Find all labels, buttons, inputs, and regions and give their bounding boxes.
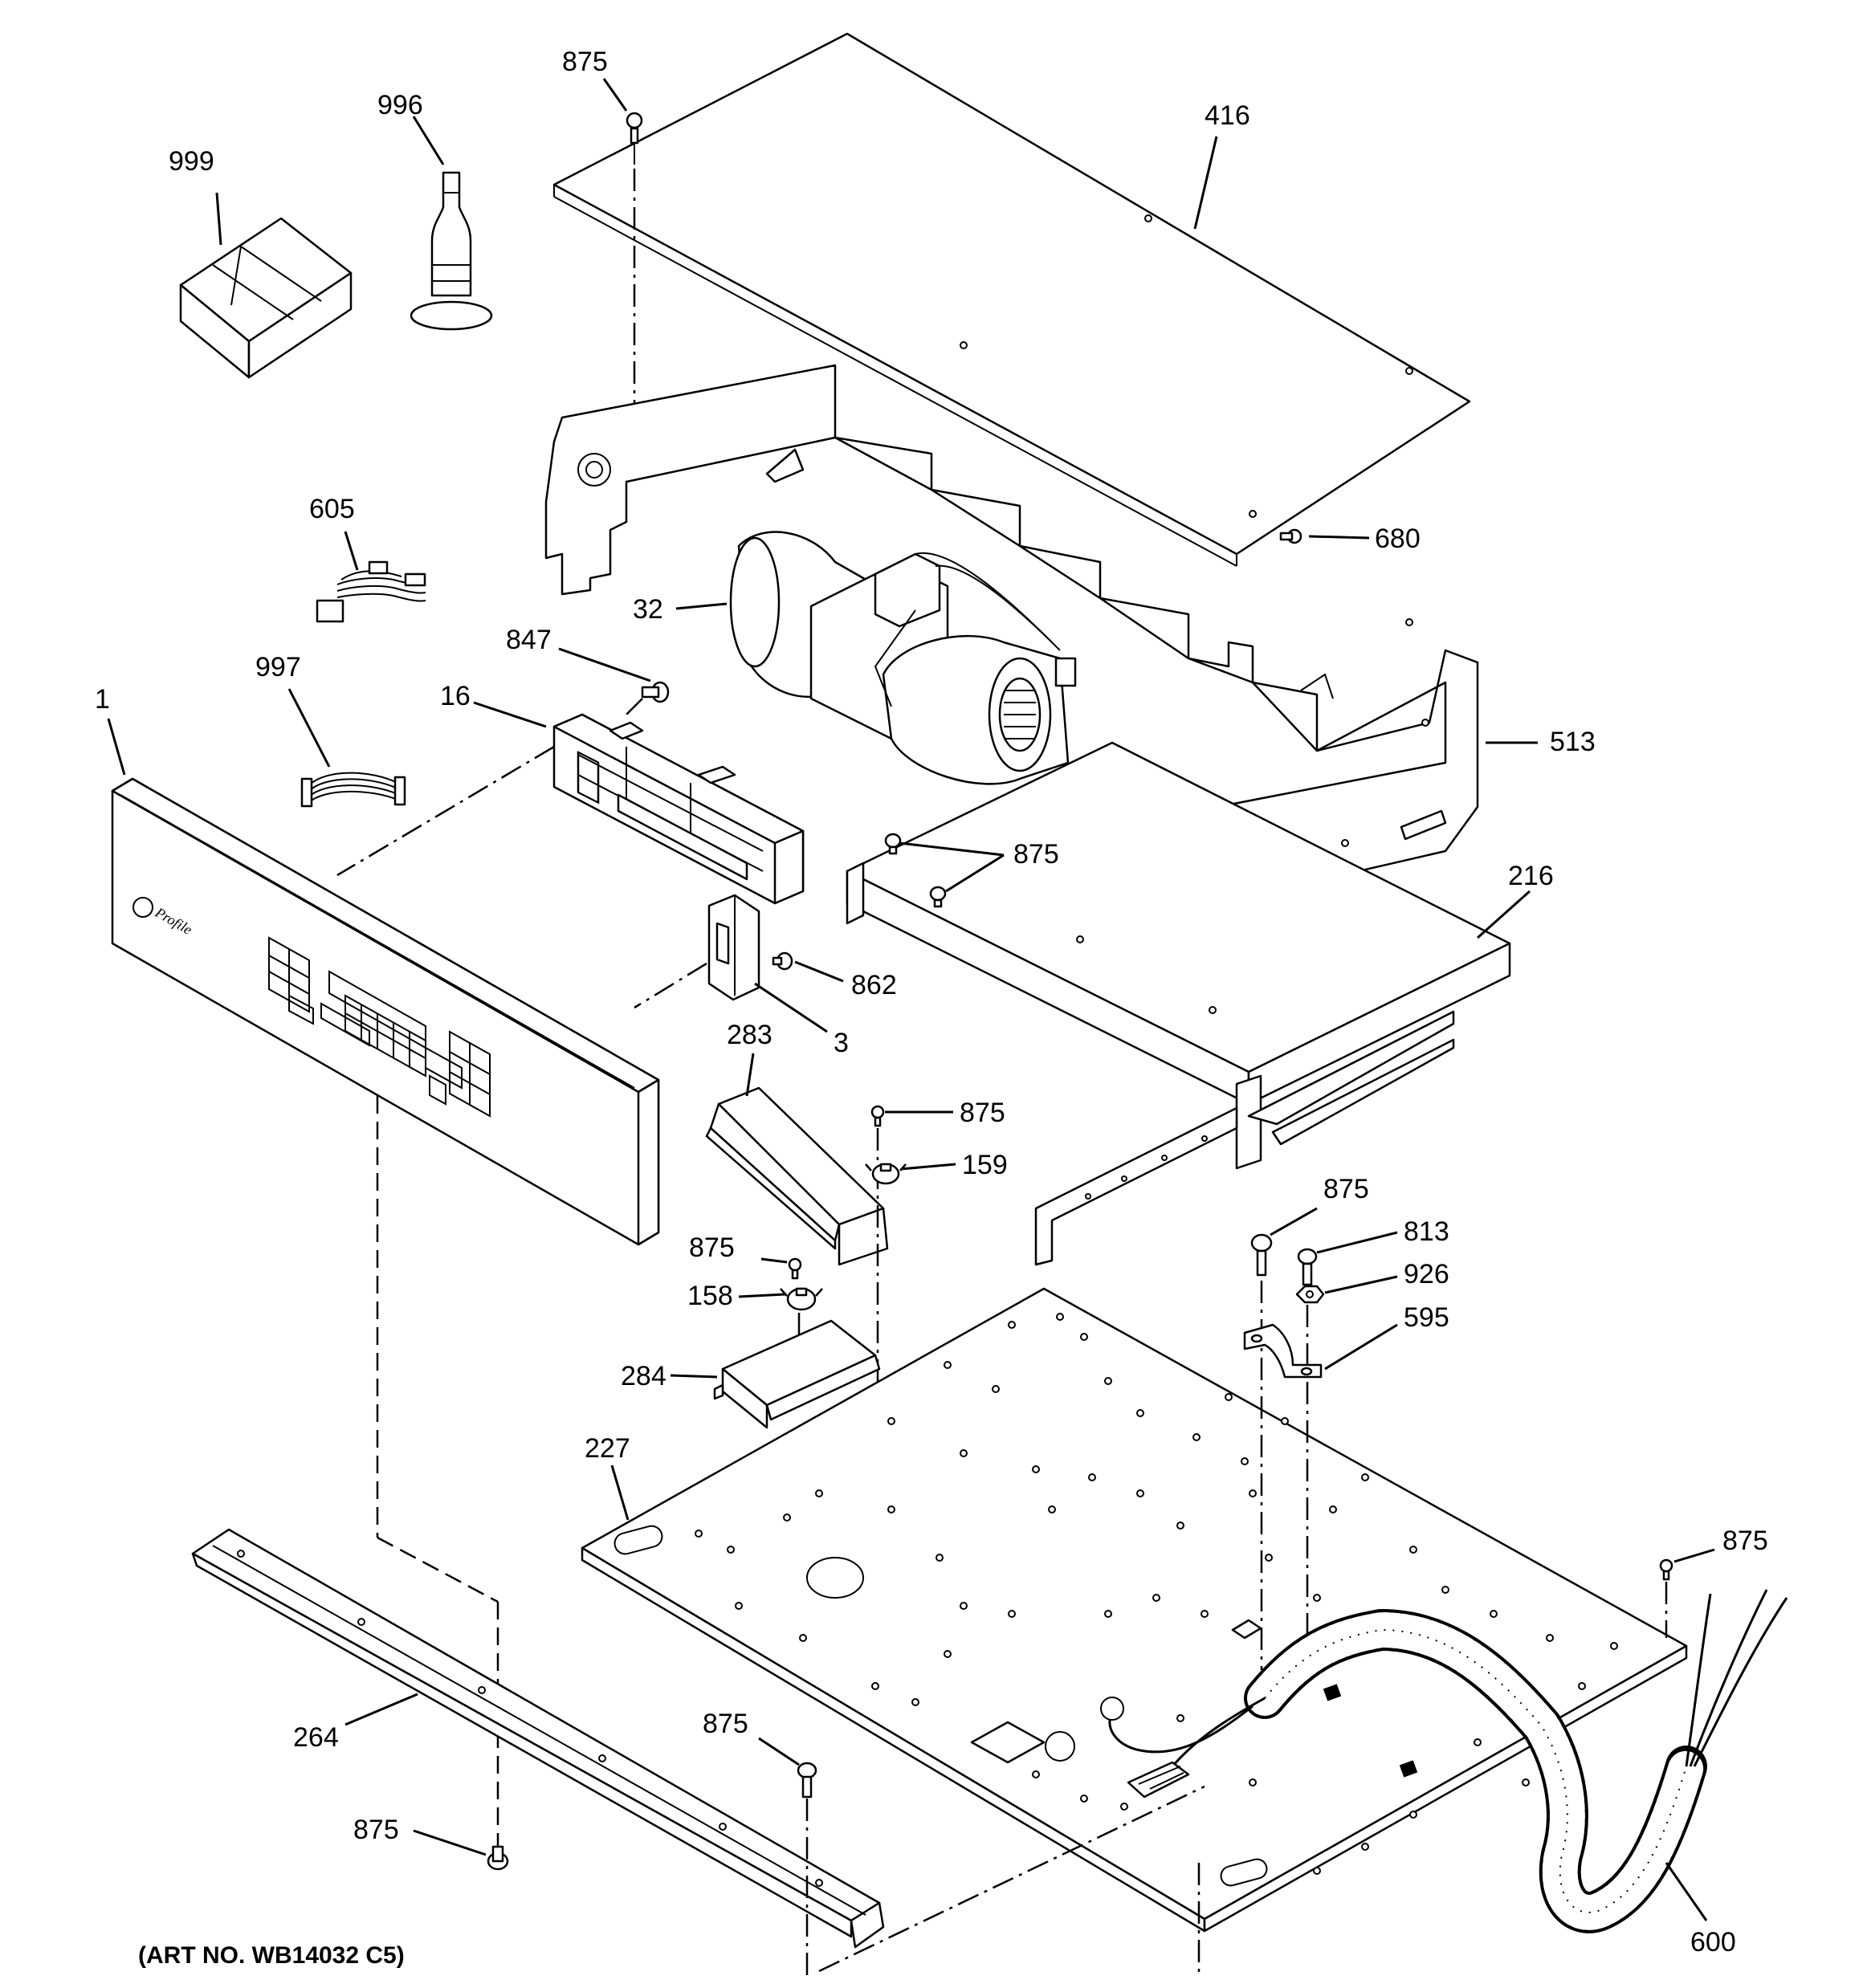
label-284: 284	[621, 1361, 666, 1391]
art-number: (ART NO. WB14032 C5)	[138, 1942, 405, 1969]
screw-875-mid-a[interactable]	[884, 833, 902, 855]
part-999-box[interactable]	[179, 217, 353, 379]
screw-680[interactable]	[1279, 528, 1302, 544]
label-1: 1	[95, 684, 110, 715]
screw-847[interactable]	[641, 681, 670, 703]
screw-875-t159[interactable]	[870, 1105, 885, 1127]
label-847: 847	[506, 625, 552, 655]
part-595-clamp[interactable]	[1243, 1323, 1323, 1379]
part-996-cone[interactable]	[410, 171, 493, 331]
part-158-thermostat[interactable]	[780, 1287, 823, 1311]
part-416-top-cover[interactable]	[552, 32, 1471, 567]
part-3-bracket[interactable]	[707, 894, 760, 1001]
label-875-top: 875	[562, 47, 608, 77]
part-1-control-panel[interactable]: Profile	[111, 777, 660, 1246]
label-926: 926	[1404, 1259, 1449, 1289]
nut-926[interactable]	[1295, 1285, 1325, 1304]
part-216-shelf[interactable]	[846, 741, 1511, 1170]
part-997-ribbon-cable[interactable]	[300, 772, 406, 808]
label-680: 680	[1375, 523, 1421, 554]
label-875-t159: 875	[960, 1098, 1005, 1128]
screw-875-far[interactable]	[1659, 1558, 1673, 1581]
label-875-left: 875	[353, 1815, 399, 1845]
label-999: 999	[169, 146, 214, 177]
label-3: 3	[834, 1028, 849, 1058]
screw-875-left[interactable]	[487, 1845, 509, 1871]
label-813: 813	[1404, 1216, 1449, 1247]
part-264-front-rail[interactable]	[191, 1528, 885, 1949]
label-595: 595	[1404, 1302, 1449, 1333]
part-side-rail[interactable]	[1034, 1106, 1238, 1266]
label-875-bot: 875	[703, 1709, 748, 1739]
part-16-control-board[interactable]	[552, 713, 805, 905]
label-158: 158	[687, 1281, 733, 1311]
part-283-duct[interactable]	[705, 1086, 889, 1266]
label-605: 605	[309, 494, 355, 524]
screw-813[interactable]	[1297, 1248, 1318, 1286]
keypad[interactable]	[268, 936, 491, 1118]
label-875-right: 875	[1323, 1174, 1369, 1204]
label-227: 227	[585, 1433, 630, 1464]
base-holes	[695, 1313, 1618, 1875]
part-159-thermostat[interactable]	[865, 1163, 907, 1185]
screw-862[interactable]	[772, 951, 793, 971]
label-16: 16	[440, 681, 471, 711]
label-875-t158: 875	[689, 1232, 735, 1263]
part-605-wire-harness[interactable]	[316, 560, 426, 623]
label-32: 32	[633, 594, 663, 625]
part-284-bracket[interactable]	[713, 1319, 881, 1429]
part-32-blower-assembly[interactable]	[729, 531, 1077, 785]
label-216: 216	[1508, 861, 1554, 891]
screw-875-bot[interactable]	[797, 1762, 817, 1799]
label-875-far: 875	[1722, 1526, 1768, 1556]
label-996: 996	[377, 90, 423, 120]
screw-875-right[interactable]	[1250, 1233, 1273, 1277]
label-875-mid: 875	[1013, 839, 1059, 870]
label-283: 283	[727, 1020, 772, 1050]
label-416: 416	[1205, 100, 1250, 131]
part-227-base-plate[interactable]	[581, 1287, 1688, 1933]
screw-875-t158[interactable]	[788, 1257, 802, 1280]
label-159: 159	[962, 1150, 1008, 1180]
label-997: 997	[255, 652, 301, 682]
label-862: 862	[851, 970, 897, 1000]
label-264: 264	[293, 1722, 339, 1753]
screw-875-top[interactable]	[626, 112, 643, 145]
label-600: 600	[1690, 1927, 1736, 1957]
screw-875-mid-b[interactable]	[929, 886, 947, 908]
part-600-power-cord[interactable]	[1100, 1589, 1788, 1933]
label-513: 513	[1550, 727, 1596, 757]
